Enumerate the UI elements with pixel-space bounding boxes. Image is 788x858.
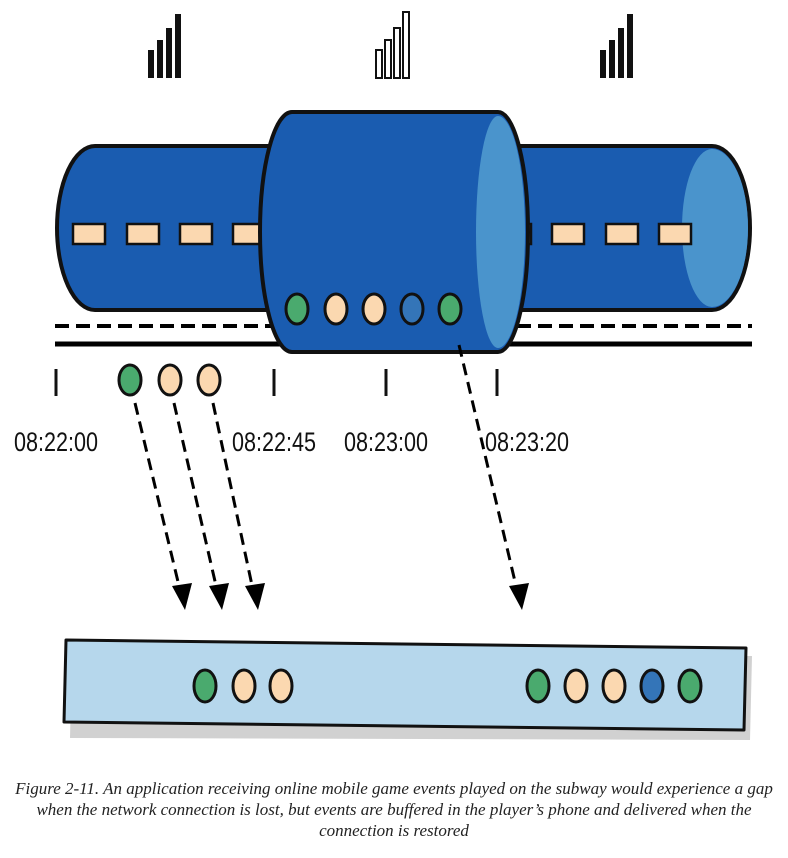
online-events xyxy=(117,363,222,397)
event-green xyxy=(192,668,218,704)
event-orange xyxy=(601,668,627,704)
signal-strong-right-icon xyxy=(600,14,633,78)
tunnel-car-middle xyxy=(258,110,530,354)
arrow-down-icon xyxy=(172,402,219,591)
event-orange xyxy=(196,363,222,397)
timeline-ticks: 08:22:00 08:22:45 08:23:00 08:23:20 xyxy=(14,369,569,457)
tick-label: 08:22:00 xyxy=(14,427,98,457)
arrow-down-icon xyxy=(211,402,255,591)
signal-lost-middle-icon xyxy=(375,11,410,79)
tick-label: 08:23:20 xyxy=(485,427,569,457)
tick-label: 08:22:45 xyxy=(232,427,316,457)
receiving-application xyxy=(62,638,752,740)
event-green xyxy=(525,668,551,704)
signal-strong-left-icon xyxy=(148,14,181,78)
event-green xyxy=(284,292,310,326)
delivery-arrows xyxy=(133,344,519,591)
tick-label: 08:23:00 xyxy=(344,427,428,457)
event-orange xyxy=(231,668,257,704)
event-green xyxy=(437,292,463,326)
event-orange xyxy=(268,668,294,704)
arrow-down-icon xyxy=(133,402,182,591)
arrow-down-icon xyxy=(457,344,519,591)
event-green xyxy=(677,668,703,704)
event-buffering-diagram: 08:22:00 08:22:45 08:23:00 08:23:20 xyxy=(14,11,752,740)
tunnel-car-left xyxy=(55,144,292,312)
tunnel-car-right xyxy=(478,144,752,312)
event-orange xyxy=(361,292,387,326)
event-green xyxy=(117,363,143,397)
buffered-events xyxy=(284,292,463,326)
arrowheads xyxy=(172,583,529,610)
event-orange xyxy=(323,292,349,326)
event-orange xyxy=(563,668,589,704)
event-orange xyxy=(157,363,183,397)
event-blue xyxy=(399,292,425,326)
figure-caption: Figure 2-11. An application receiving on… xyxy=(15,779,773,840)
event-blue xyxy=(639,668,665,704)
